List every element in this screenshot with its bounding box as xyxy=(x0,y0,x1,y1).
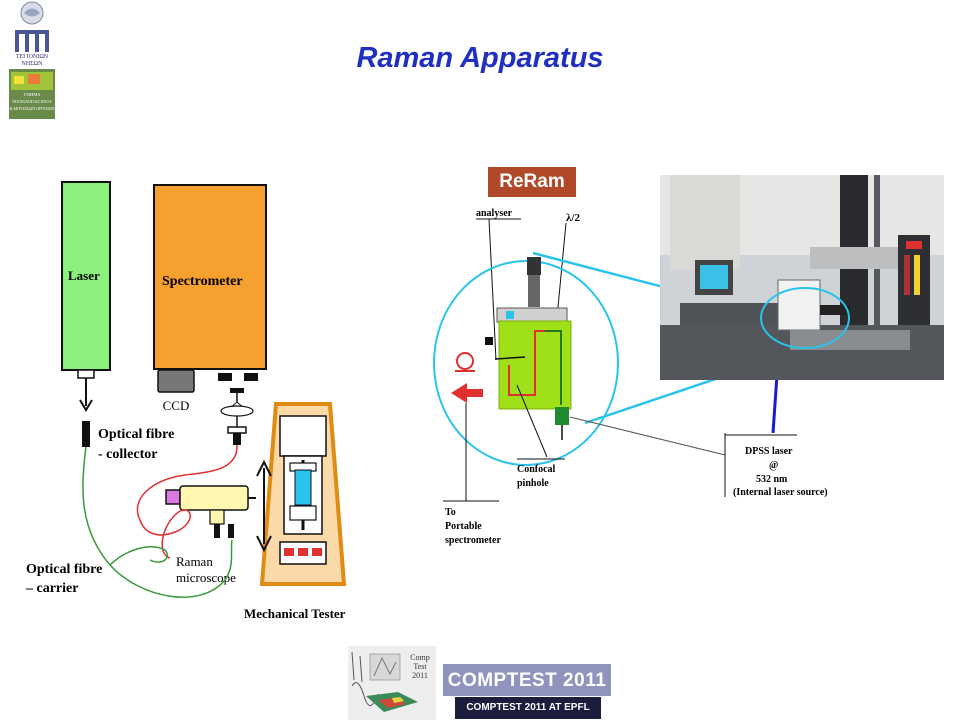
dpss-label-1: DPSS laser xyxy=(745,446,793,457)
conference-thumbnail: Comp Test 2011 xyxy=(348,646,436,720)
fibre-green xyxy=(82,446,233,598)
ccd-label: CCD xyxy=(163,398,190,413)
portable-label-1: To xyxy=(445,507,456,518)
apparatus-schematic: Laser Spectrometer CCD Raman microscope … xyxy=(25,181,347,621)
fibre-collector-connector xyxy=(82,421,90,447)
spectrometer-label: Spectrometer xyxy=(162,274,243,289)
analyser-label: analyser xyxy=(476,208,513,219)
page-title: Raman Apparatus xyxy=(356,42,604,74)
dpss-label-3: 532 nm xyxy=(756,474,788,485)
mechanical-tester-label: Mechanical Tester xyxy=(244,606,346,621)
lab-photo xyxy=(660,175,944,380)
logo-dept-2: ΤΕΧΝΟΛΟΓΙΑΣ ΗΧΟΥ xyxy=(12,99,52,104)
institution-logo: ΤΕΙ ΙΟΝΙΩΝ ΝΗΣΩΝ ΤΜΗΜΑ ΤΕΧΝΟΛΟΓΙΑΣ ΗΧΟΥ … xyxy=(6,0,58,120)
comptest-banner: COMPTEST 2011 xyxy=(443,664,611,696)
thumb-text-3: 2011 xyxy=(412,671,428,680)
comptest-subbanner: COMPTEST 2011 AT EPFL xyxy=(455,697,601,719)
logo-line-2: ΝΗΣΩΝ xyxy=(22,61,44,67)
thumb-text-1: Comp xyxy=(410,653,430,662)
confocal-label-1: Confocal xyxy=(517,464,556,475)
dpss-line xyxy=(771,374,779,434)
logo-dept-1: ΤΜΗΜΑ xyxy=(23,92,41,97)
raman-microscope-label-1: Raman xyxy=(176,554,213,569)
portable-label-3: spectrometer xyxy=(445,535,501,546)
photo-zoom-ellipse xyxy=(760,287,850,349)
fibre-collector-label-2: - collector xyxy=(98,447,157,462)
reram-badge: ReRam xyxy=(488,167,576,197)
thumb-text-2: Test xyxy=(413,662,427,671)
fibre-red xyxy=(136,444,238,559)
fibre-carrier-label-2: – carrier xyxy=(25,581,78,596)
spectrometer-unit xyxy=(153,184,267,370)
laser-label: Laser xyxy=(68,268,100,283)
fibre-collector-label-1: Optical fibre xyxy=(98,427,174,442)
lambda2-label: λ/2 xyxy=(566,212,580,224)
logo-line-1: ΤΕΙ ΙΟΝΙΩΝ xyxy=(16,54,49,60)
monitor-screen xyxy=(700,265,728,289)
dpss-label-2: @ xyxy=(769,460,778,471)
portable-label-2: Portable xyxy=(445,521,482,532)
raman-microscope-label-2: microscope xyxy=(176,570,236,585)
fibre-carrier-label-1: Optical fibre xyxy=(26,562,102,577)
zoom-ellipse xyxy=(433,260,619,466)
raman-microscope-unit xyxy=(179,485,249,511)
logo-graphic: ΤΕΙ ΙΟΝΙΩΝ ΝΗΣΩΝ ΤΜΗΜΑ ΤΕΧΝΟΛΟΓΙΑΣ ΗΧΟΥ … xyxy=(9,1,55,119)
confocal-label-2: pinhole xyxy=(517,478,549,489)
ccd-unit xyxy=(157,369,195,393)
lens xyxy=(220,405,254,417)
reram-schematic: analyser λ/2 Confocal pinhole To Portabl… xyxy=(433,208,828,546)
dpss-label-4: (Internal laser source) xyxy=(733,487,828,498)
logo-dept-3: & ΜΟΥΣΙΚΩΝ ΟΡΓΑΝΩΝ xyxy=(9,106,54,111)
